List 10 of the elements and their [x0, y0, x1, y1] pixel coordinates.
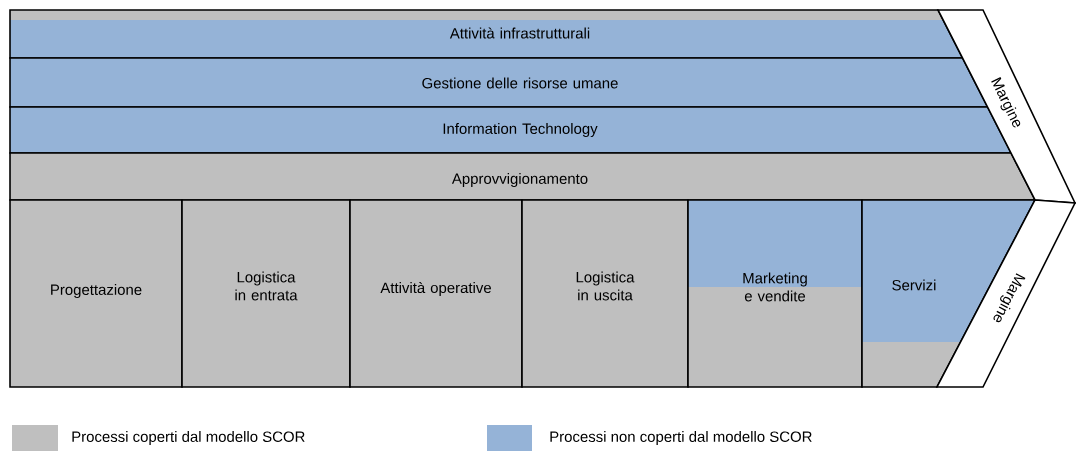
primary-activity-cell: Progettazione — [9, 199, 183, 388]
legend-label: Processi coperti dal modello SCOR — [72, 431, 305, 445]
support-activity-band: Approvvigionamento — [9, 152, 1037, 201]
legend-label: Processi non coperti dal modello SCOR — [550, 431, 812, 445]
primary-activity-cell: Logistica in uscita — [521, 199, 689, 388]
support-activity-band: Attività infrastrutturali — [9, 9, 964, 59]
support-activity-band: Gestione delle risorse umane — [9, 57, 989, 108]
primary-activity-cell: Logistica in entrata — [181, 199, 351, 388]
primary-activity-cell: Attività operative — [349, 199, 523, 388]
primary-activity-cell: Marketing e vendite — [687, 199, 863, 388]
